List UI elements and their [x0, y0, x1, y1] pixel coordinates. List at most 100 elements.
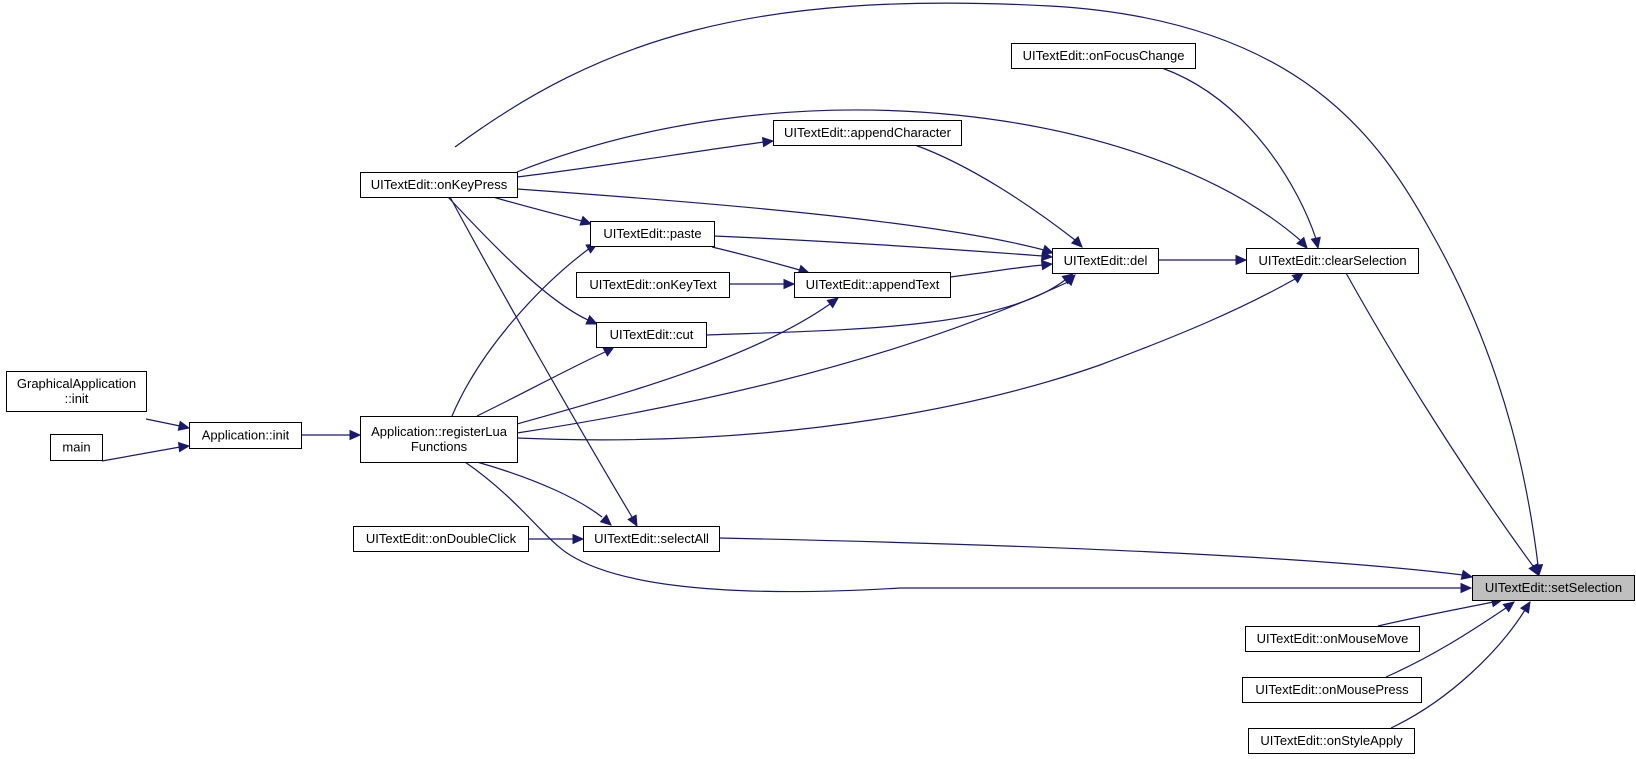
node-box[interactable]	[576, 272, 730, 298]
edge-reg_lua-to-clearsel	[516, 278, 1296, 441]
edge-onkeytext-to-appendtext-arrowhead	[783, 278, 796, 290]
edge-reg_lua-to-setsel	[464, 461, 1462, 593]
node-main[interactable]: main	[50, 434, 103, 461]
node-box[interactable]	[1011, 43, 1196, 69]
edge-app_init-to-reg_lua-arrowhead	[349, 429, 362, 441]
edge-cut-to-del	[705, 279, 1066, 336]
node-app_init[interactable]: Application::init	[189, 422, 302, 449]
edge-main-to-app_init	[101, 446, 181, 462]
node-gapp_init[interactable]: GraphicalApplication::init	[6, 371, 147, 412]
node-selectall[interactable]: UITextEdit::selectAll	[583, 526, 720, 552]
edge-onkeypress-to-selectall-arrowhead	[627, 514, 638, 528]
node-label: Functions	[411, 439, 468, 454]
node-label: UITextEdit::selectAll	[594, 531, 709, 546]
edge-onstyleapply-to-setsel	[1390, 609, 1526, 729]
node-box[interactable]	[590, 221, 715, 247]
edge-cut-to-del-arrowhead	[1061, 273, 1074, 285]
edges-layer	[101, 2, 1544, 729]
node-del[interactable]: UITextEdit::del	[1052, 248, 1159, 274]
node-box[interactable]	[189, 422, 302, 449]
edge-onfocus-to-clearsel	[1161, 67, 1317, 240]
edge-onkeypress-to-selectall	[449, 196, 633, 518]
edge-onmousemove-to-setsel	[1377, 601, 1494, 627]
node-box[interactable]	[50, 434, 103, 461]
edge-clearsel-to-setsel-arrowhead	[1528, 563, 1539, 577]
edge-reg_lua-to-cut-arrowhead	[602, 346, 616, 357]
node-box[interactable]	[360, 416, 518, 463]
node-label: UITextEdit::onDoubleClick	[366, 531, 517, 546]
edge-reg_lua-to-del	[516, 281, 1069, 434]
edge-paste-to-del	[713, 235, 1044, 257]
node-label: UITextEdit::onMouseMove	[1257, 631, 1409, 646]
node-label: UITextEdit::setSelection	[1485, 580, 1622, 595]
node-label: UITextEdit::appendText	[806, 277, 940, 292]
node-onmousemove[interactable]: UITextEdit::onMouseMove	[1245, 626, 1420, 652]
edge-reg_lua-to-paste	[451, 247, 591, 417]
node-box[interactable]	[1242, 677, 1422, 703]
node-onmousepress[interactable]: UITextEdit::onMousePress	[1242, 677, 1422, 703]
edge-onkeypress-to-appendchar-arrowhead	[761, 136, 775, 148]
node-label: Application::init	[202, 428, 290, 443]
edge-del-to-clearsel-arrowhead	[1235, 254, 1248, 266]
node-label: UITextEdit::cut	[610, 327, 694, 342]
edge-reg_lua-to-selectall-arrowhead	[599, 514, 612, 526]
edge-gapp_init-to-app_init	[145, 418, 181, 427]
edge-onkeypress-to-paste	[492, 196, 583, 222]
edge-reg_lua-to-cut	[476, 351, 606, 417]
edge-onkeypress-to-setsel	[454, 2, 1539, 566]
edge-appendtext-to-del	[949, 264, 1044, 278]
edge-reg_lua-to-clearsel-arrowhead	[1291, 272, 1304, 284]
edge-selectall-to-setsel	[718, 537, 1464, 576]
node-onkeytext[interactable]: UITextEdit::onKeyText	[576, 272, 730, 298]
edge-ondblclick-to-selectall-arrowhead	[572, 533, 585, 545]
node-clearsel[interactable]: UITextEdit::clearSelection	[1246, 248, 1419, 274]
edge-onkeypress-to-paste-arrowhead	[579, 215, 593, 226]
node-label: Application::registerLua	[371, 424, 508, 439]
edge-paste-to-appendtext	[711, 246, 801, 271]
node-box[interactable]	[596, 322, 707, 348]
edge-main-to-app_init-arrowhead	[177, 441, 191, 453]
node-label: UITextEdit::clearSelection	[1258, 253, 1406, 268]
node-onkeypress[interactable]: UITextEdit::onKeyPress	[360, 172, 518, 198]
edge-onkeypress-to-appendchar	[516, 141, 765, 178]
edge-onmousepress-to-setsel	[1385, 607, 1507, 678]
node-appendchar[interactable]: UITextEdit::appendCharacter	[773, 120, 962, 146]
node-label: UITextEdit::appendCharacter	[784, 125, 952, 140]
edge-onstyleapply-to-setsel-arrowhead	[1519, 600, 1531, 614]
edge-appendchar-to-del-arrowhead	[1070, 235, 1083, 248]
node-appendtext[interactable]: UITextEdit::appendText	[794, 272, 951, 298]
node-label: UITextEdit::onKeyPress	[371, 177, 508, 192]
node-box[interactable]	[1245, 626, 1420, 652]
node-setsel[interactable]: UITextEdit::setSelection	[1472, 575, 1635, 601]
edge-reg_lua-to-appendtext-arrowhead	[826, 297, 839, 309]
edge-clearsel-to-setsel	[1345, 272, 1534, 567]
node-box[interactable]	[1052, 248, 1159, 274]
edge-onfocus-to-clearsel-arrowhead	[1310, 236, 1321, 250]
node-box[interactable]	[6, 371, 147, 412]
node-box[interactable]	[353, 526, 529, 552]
node-box[interactable]	[583, 526, 720, 552]
node-label: ::init	[65, 391, 89, 406]
node-box[interactable]	[360, 172, 518, 198]
edge-onkeypress-to-del	[516, 188, 1045, 251]
node-box[interactable]	[794, 272, 951, 298]
node-ondblclick[interactable]: UITextEdit::onDoubleClick	[353, 526, 529, 552]
node-onfocus[interactable]: UITextEdit::onFocusChange	[1011, 43, 1196, 69]
node-box[interactable]	[1248, 728, 1415, 754]
node-label: main	[62, 440, 90, 455]
node-box[interactable]	[1472, 575, 1635, 601]
node-cut[interactable]: UITextEdit::cut	[596, 322, 707, 348]
node-box[interactable]	[1246, 248, 1419, 274]
node-onstyleapply[interactable]: UITextEdit::onStyleApply	[1248, 728, 1415, 754]
node-paste[interactable]: UITextEdit::paste	[590, 221, 715, 247]
node-box[interactable]	[773, 120, 962, 146]
edge-appendtext-to-del-arrowhead	[1040, 259, 1054, 271]
node-label: UITextEdit::onKeyText	[589, 277, 717, 292]
node-label: UITextEdit::onFocusChange	[1023, 48, 1185, 63]
edge-onkeypress-to-cut-arrowhead	[585, 314, 599, 325]
edge-onkeypress-to-clearsel	[516, 109, 1301, 241]
edge-gapp_init-to-app_init-arrowhead	[177, 420, 191, 431]
